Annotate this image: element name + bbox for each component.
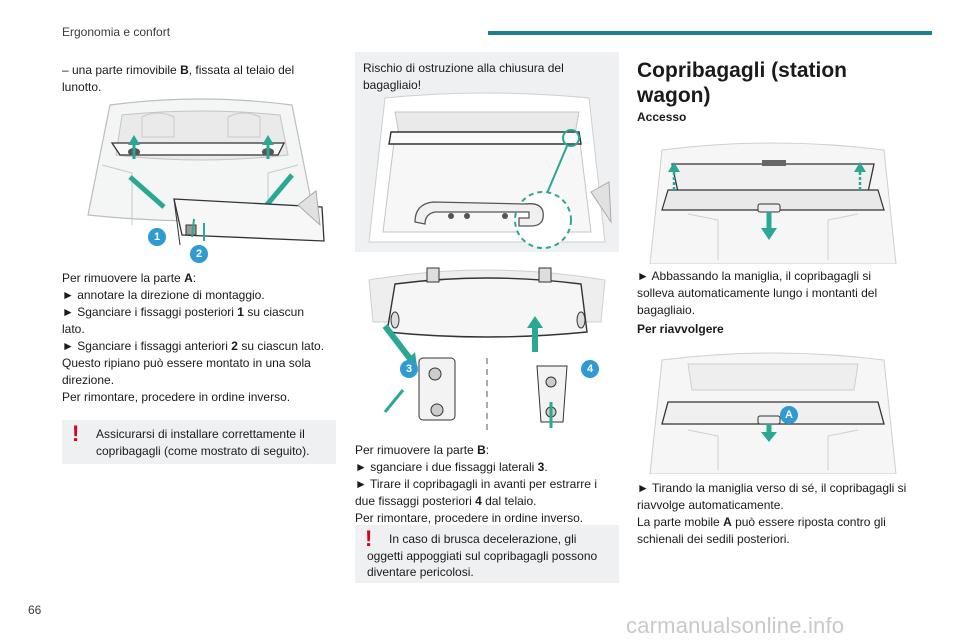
col3-rewind-text: ► Tirando la maniglia verso di sé, il co…: [637, 481, 907, 546]
col2-instructions: Per rimuovere la parte B: ► sganciare i …: [355, 443, 597, 525]
figure-parcel-shelf-removal: 1 2: [62, 95, 337, 263]
warning-box-deceleration: ! In caso di brusca decelerazione, gli o…: [355, 525, 619, 583]
figure-cover-rewind: A: [648, 350, 898, 475]
section-header: Ergonomia e confort: [62, 25, 171, 39]
col1-instructions: Per rimuovere la parte A: ► annotare la …: [62, 271, 325, 404]
col3-access-text: ► Abbassando la maniglia, il copribagagl…: [637, 269, 878, 317]
subheading-rewind: Per riavvolgere: [637, 322, 724, 336]
header-accent-bar: [488, 31, 932, 35]
obstruction-note: Rischio di ostruzione alla chiusura del …: [355, 52, 619, 252]
figure-cover-access: [648, 140, 898, 265]
warning-icon: !: [72, 421, 80, 446]
warning-box-install: ! Assicurarsi di installare correttament…: [62, 420, 336, 464]
callout-4: 4: [581, 360, 599, 378]
watermark: carmanualsonline.info: [626, 613, 845, 638]
page-number: 66: [28, 603, 42, 617]
warning-icon: !: [365, 526, 373, 551]
section-title: Copribagagli (station wagon): [637, 59, 847, 107]
callout-A: A: [780, 406, 798, 424]
callout-2: 2: [190, 245, 208, 263]
callout-3: 3: [400, 360, 418, 378]
figure-cover-removal: 3 4: [355, 262, 619, 432]
col1-intro: – una parte rimovibile B, fissata al tel…: [62, 63, 295, 94]
callout-1: 1: [148, 228, 166, 246]
subheading-access: Accesso: [637, 110, 687, 124]
